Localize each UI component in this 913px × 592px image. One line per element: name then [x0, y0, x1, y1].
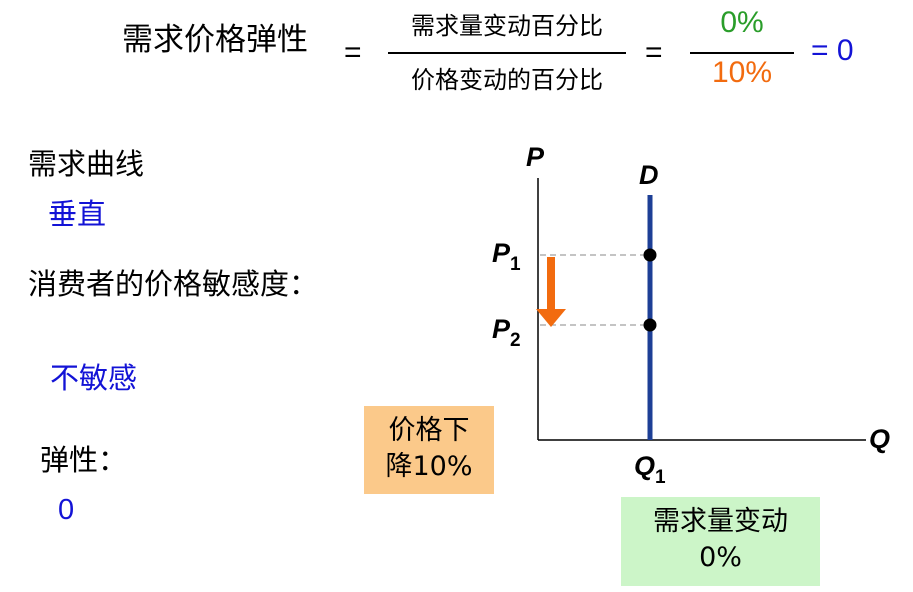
- p2-subscript: 2: [510, 330, 521, 351]
- formula-equals-1: =: [344, 36, 362, 69]
- sensitivity-label: 消费者的价格敏感度：: [28, 267, 319, 301]
- point-p2: [643, 318, 657, 332]
- p1-letter: P: [492, 238, 511, 268]
- price-arrow-head: [536, 309, 566, 327]
- quantity-change-box: 需求量变动 0%: [621, 497, 820, 586]
- formula-title: 需求价格弹性: [122, 22, 308, 58]
- demand-curve-value: 垂直: [48, 197, 107, 231]
- p2-label: P2: [492, 314, 521, 351]
- q1-subscript: 1: [655, 467, 666, 488]
- x-axis-label: Q: [869, 424, 891, 454]
- p2-letter: P: [492, 314, 511, 344]
- elasticity-label: 弹性：: [40, 443, 128, 477]
- price-change-line-2: 降10%: [385, 451, 473, 482]
- elasticity-value: 0: [58, 494, 75, 526]
- formula-fraction-bar-1: [388, 52, 626, 54]
- formula-equals-2: =: [645, 36, 663, 69]
- price-arrow-shaft: [547, 257, 555, 309]
- q1-label: Q1: [634, 451, 666, 488]
- formula-numerator-value: 0%: [720, 6, 764, 39]
- price-change-line-1: 价格下: [388, 415, 470, 446]
- formula-numerator-text: 需求量变动百分比: [411, 12, 603, 40]
- formula-result: = 0: [811, 34, 854, 67]
- q1-letter: Q: [634, 451, 656, 481]
- price-change-box: 价格下 降10%: [364, 406, 494, 494]
- formula-denominator-text: 价格变动的百分比: [411, 66, 603, 94]
- demand-curve-label: 需求曲线: [28, 147, 145, 181]
- formula-denominator-value: 10%: [711, 56, 773, 89]
- p1-label: P1: [492, 238, 521, 275]
- sensitivity-value: 不敏感: [50, 361, 138, 395]
- quantity-change-line-1: 需求量变动: [653, 506, 788, 537]
- point-p1: [643, 248, 657, 262]
- demand-curve-label-d: D: [639, 160, 659, 190]
- formula-fraction-bar-2: [690, 52, 794, 54]
- p1-subscript: 1: [510, 254, 521, 275]
- quantity-change-line-2: 0%: [699, 542, 742, 573]
- y-axis-label: P: [526, 142, 545, 172]
